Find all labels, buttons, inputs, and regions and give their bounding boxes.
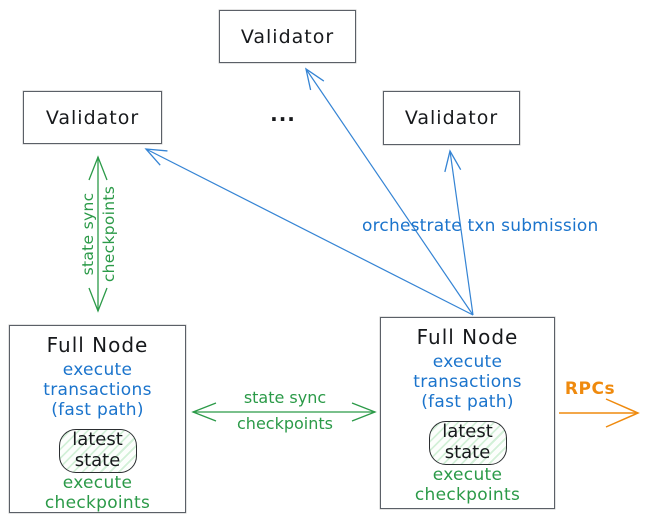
latest-state-line1: latest — [72, 429, 123, 451]
edge-orchestrate-to-right-validator — [444, 149, 474, 316]
latest-state-line2: state — [444, 441, 491, 463]
full-node-title: Full Node — [46, 333, 149, 357]
latest-state-line1: latest — [442, 421, 493, 443]
state-sync-line2: checkpoints — [100, 185, 118, 283]
fast-path-label: execute transactions (fast path) — [10, 360, 185, 420]
validator-box-right: Validator — [383, 91, 520, 145]
full-node-box-left: Full Node execute transactions (fast pat… — [9, 325, 186, 513]
fast-path-line2: (fast path) — [421, 392, 514, 413]
validator-box-top: Validator — [219, 10, 356, 63]
fast-path-label: execute transactions (fast path) — [381, 352, 554, 412]
validator-box-left: Validator — [23, 91, 162, 144]
edge-orchestrate-to-left-validator — [144, 148, 474, 316]
orchestrate-txn-submission-label: orchestrate txn submission — [362, 216, 599, 236]
latest-state-line2: state — [74, 449, 121, 471]
fast-path-line2: (fast path) — [51, 400, 144, 421]
full-node-box-right: Full Node execute transactions (fast pat… — [380, 317, 555, 509]
rpcs-label: RPCs — [564, 379, 616, 399]
edge-orchestrate-to-top-validator — [305, 67, 474, 316]
validator-label: Validator — [404, 107, 499, 129]
state-sync-vertical-label: state sync checkpoints — [78, 186, 120, 282]
validator-label: Validator — [240, 25, 335, 48]
state-sync-line1: state sync — [79, 192, 98, 276]
latest-state-box: latest state — [58, 429, 137, 473]
validator-label: Validator — [45, 106, 140, 129]
state-sync-horizontal-label-line2: checkpoints — [237, 414, 333, 433]
full-node-title: Full Node — [416, 325, 519, 349]
latest-state-box: latest state — [428, 421, 507, 465]
execute-checkpoints-label: execute checkpoints — [44, 472, 151, 513]
execute-checkpoints-label: execute checkpoints — [414, 464, 521, 505]
state-sync-horizontal-label-line1: state sync — [243, 388, 327, 407]
ellipsis-more-validators: ... — [270, 102, 296, 126]
fast-path-line1: execute transactions — [413, 352, 522, 393]
fast-path-line1: execute transactions — [43, 360, 152, 401]
